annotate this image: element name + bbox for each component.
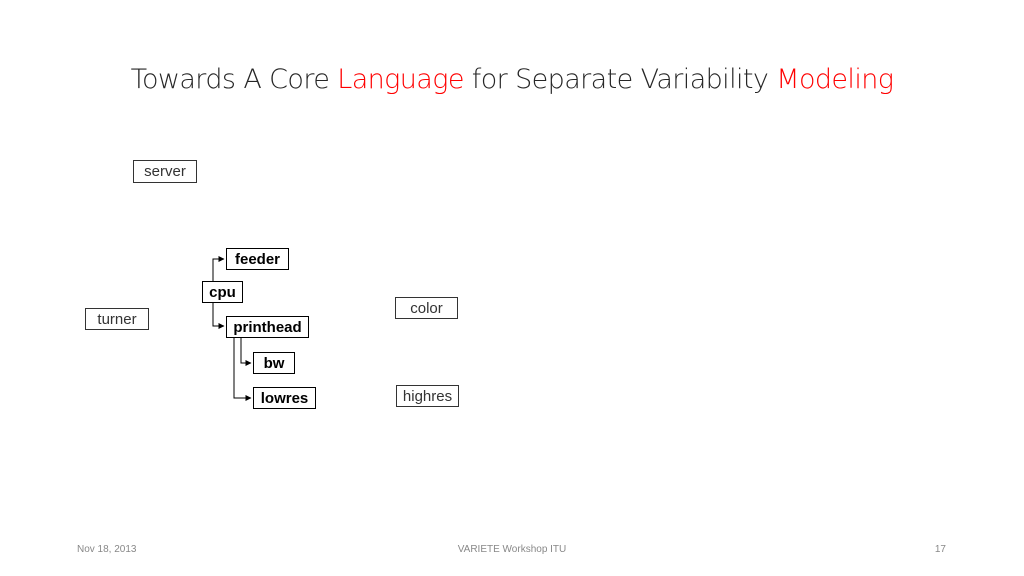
connector-cpu-printhead bbox=[212, 302, 225, 329]
feature-color-label: color bbox=[410, 299, 443, 317]
feature-cpu-label: cpu bbox=[209, 283, 236, 301]
feature-feeder[interactable]: feeder bbox=[226, 248, 289, 270]
slide-title: Towards A Core Language for Separate Var… bbox=[0, 64, 1024, 95]
footer-event: VARIETE Workshop ITU bbox=[457, 544, 567, 555]
title-accent-modeling: Modeling bbox=[776, 64, 894, 95]
footer-page-number: 17 bbox=[934, 544, 946, 555]
footer-date: Nov 18, 2013 bbox=[77, 544, 137, 555]
feature-turner[interactable]: turner bbox=[85, 308, 149, 330]
feature-highres-label: highres bbox=[402, 387, 453, 405]
feature-lowres-label: lowres bbox=[260, 389, 309, 407]
title-part-1: Towards A Core bbox=[130, 64, 338, 95]
feature-turner-label: turner bbox=[97, 310, 137, 328]
feature-bw[interactable]: bw bbox=[253, 352, 295, 374]
connector-cpu-feeder bbox=[212, 256, 225, 283]
feature-server[interactable]: server bbox=[133, 160, 197, 183]
connector-printhead-lowres bbox=[233, 337, 252, 401]
feature-lowres[interactable]: lowres bbox=[253, 387, 316, 409]
feature-cpu[interactable]: cpu bbox=[202, 281, 243, 303]
title-accent-language: Language bbox=[337, 64, 464, 95]
feature-printhead-label: printhead bbox=[233, 318, 302, 336]
feature-feeder-label: feeder bbox=[234, 250, 281, 268]
title-part-2: for Separate Variability bbox=[463, 64, 777, 95]
feature-bw-label: bw bbox=[263, 354, 285, 372]
feature-printhead[interactable]: printhead bbox=[226, 316, 309, 338]
feature-server-label: server bbox=[144, 163, 186, 180]
connector-printhead-bw bbox=[240, 337, 252, 366]
feature-color[interactable]: color bbox=[395, 297, 458, 319]
feature-highres[interactable]: highres bbox=[396, 385, 459, 407]
